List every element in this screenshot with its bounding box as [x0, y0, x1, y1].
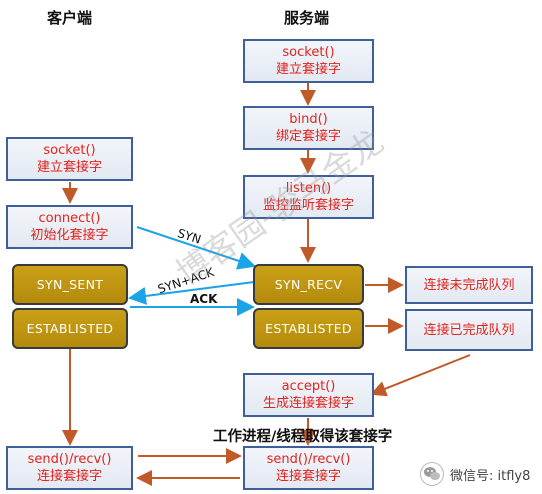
incomplete-queue-label: 连接未完成队列: [423, 277, 515, 293]
client-sendrecv-desc: 连接套接字: [36, 469, 102, 484]
complete-queue-box: 连接已完成队列: [405, 309, 533, 351]
server-listen-box: listen() 监控监听套接字: [243, 175, 374, 219]
client-connect-desc: 初始化套接字: [30, 228, 109, 243]
arrow-syn: [136, 226, 256, 270]
client-socket-box: socket() 建立套接字: [6, 137, 133, 181]
arrow-queue-accept: [370, 354, 471, 397]
server-accept-box: accept() 生成连接套接字: [243, 373, 374, 417]
server-syn-recv-state: SYN_RECV: [253, 264, 364, 305]
ack-label: ACK: [190, 292, 218, 306]
incomplete-queue-box: 连接未完成队列: [405, 266, 533, 304]
client-heading: 客户端: [47, 9, 93, 27]
server-socket-desc: 建立套接字: [275, 62, 341, 77]
wechat-icon: [420, 462, 444, 486]
server-heading: 服务端: [284, 9, 330, 27]
server-listen-func: listen(): [285, 181, 332, 196]
server-listen-desc: 监控监听套接字: [262, 198, 354, 213]
server-bind-desc: 绑定套接字: [275, 129, 341, 144]
server-socket-func: socket(): [282, 45, 335, 60]
server-established-state: ESTABLISTED: [253, 308, 364, 349]
client-sendrecv-box: send()/recv() 连接套接字: [6, 446, 133, 490]
server-sendrecv-box: send()/recv() 连接套接字: [243, 446, 374, 490]
server-accept-func: accept(): [281, 379, 336, 394]
client-established-state: ESTABLISTED: [12, 308, 128, 349]
client-connect-func: connect(): [38, 211, 101, 226]
client-syn-sent-state: SYN_SENT: [12, 264, 128, 305]
server-socket-box: socket() 建立套接字: [243, 39, 374, 83]
client-socket-func: socket(): [43, 143, 96, 158]
arrow-synack: [128, 281, 255, 305]
client-socket-desc: 建立套接字: [36, 160, 102, 175]
complete-queue-label: 连接已完成队列: [423, 322, 515, 338]
server-sendrecv-desc: 连接套接字: [275, 469, 341, 484]
server-bind-box: bind() 绑定套接字: [243, 106, 374, 150]
server-bind-func: bind(): [289, 112, 328, 127]
server-accept-desc: 生成连接套接字: [262, 396, 354, 411]
client-connect-box: connect() 初始化套接字: [6, 205, 133, 249]
wechat-label: 微信号: itfly8: [450, 468, 531, 484]
wechat-badge: 微信号: itfly8: [420, 462, 530, 486]
server-sendrecv-func: send()/recv(): [266, 452, 351, 467]
worker-caption: 工作进程/线程取得该套接字: [213, 429, 393, 445]
client-sendrecv-func: send()/recv(): [27, 452, 112, 467]
